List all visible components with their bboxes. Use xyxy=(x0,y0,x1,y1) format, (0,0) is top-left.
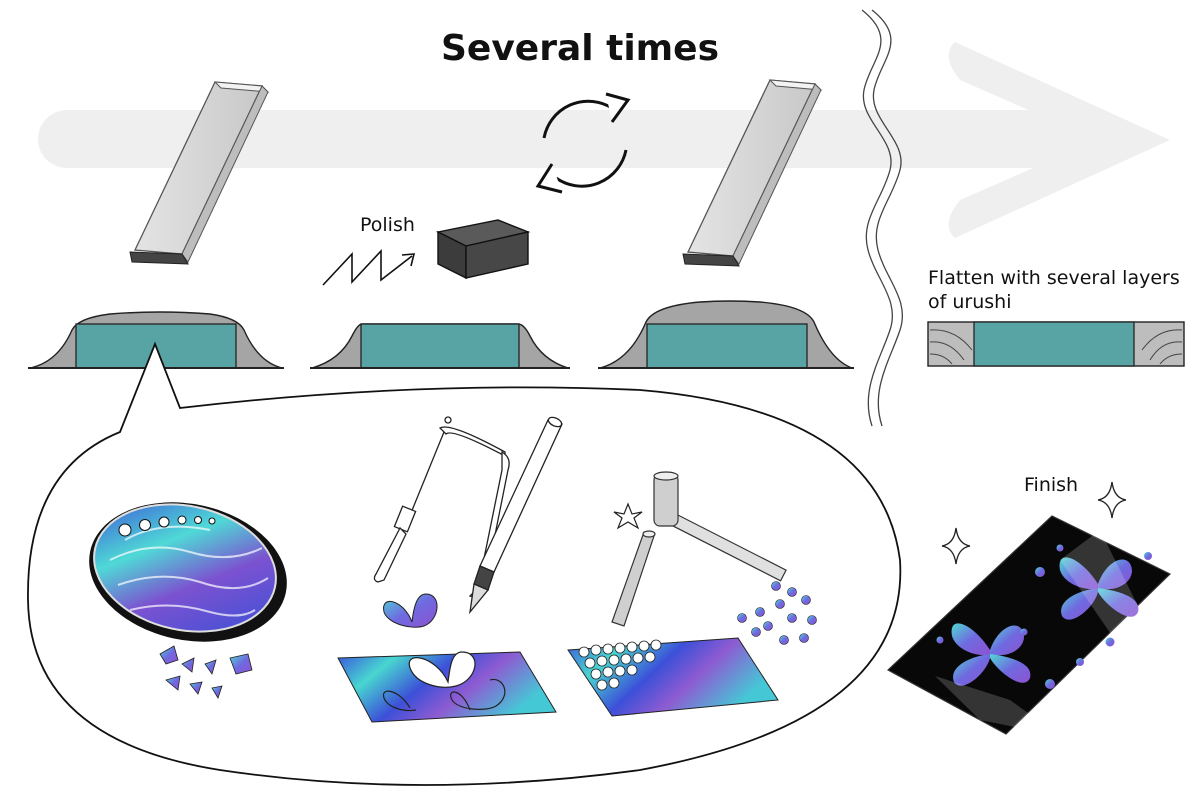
flattened-cross-section xyxy=(927,321,1185,367)
finished-piece xyxy=(886,515,1172,736)
diagram-title: Several times xyxy=(441,28,719,69)
impact-sparkle-icon xyxy=(613,502,643,530)
finish-label: Finish xyxy=(1024,474,1078,496)
shell-fragments xyxy=(159,645,253,699)
polish-block-icon xyxy=(435,219,531,280)
punch-tool-icon xyxy=(611,530,656,627)
cycle-arrows-icon xyxy=(535,92,631,194)
sharpening-stone-icon xyxy=(682,79,823,267)
cross-section-2 xyxy=(310,323,570,369)
sparkle-icon xyxy=(941,527,971,565)
zigzag-arrow-icon xyxy=(322,248,416,286)
sparkle-icon xyxy=(1097,481,1127,519)
cut-shell-sheet xyxy=(337,651,557,723)
cross-section-3 xyxy=(598,300,854,369)
flatten-label-line2: of urushi xyxy=(928,291,1011,313)
hammer-icon xyxy=(653,471,787,582)
punched-dots xyxy=(737,581,817,645)
wavy-divider xyxy=(861,9,903,427)
flatten-label-line1: Flatten with several layers xyxy=(928,267,1180,289)
sharpening-stone-icon xyxy=(129,81,270,265)
punched-shell-sheet xyxy=(567,637,779,717)
process-flow-arrow xyxy=(38,42,1170,238)
heart-piece-icon xyxy=(383,593,438,628)
polish-label: Polish xyxy=(360,214,415,236)
craft-knife-icon xyxy=(469,416,563,615)
abalone-shell-icon xyxy=(89,502,287,642)
